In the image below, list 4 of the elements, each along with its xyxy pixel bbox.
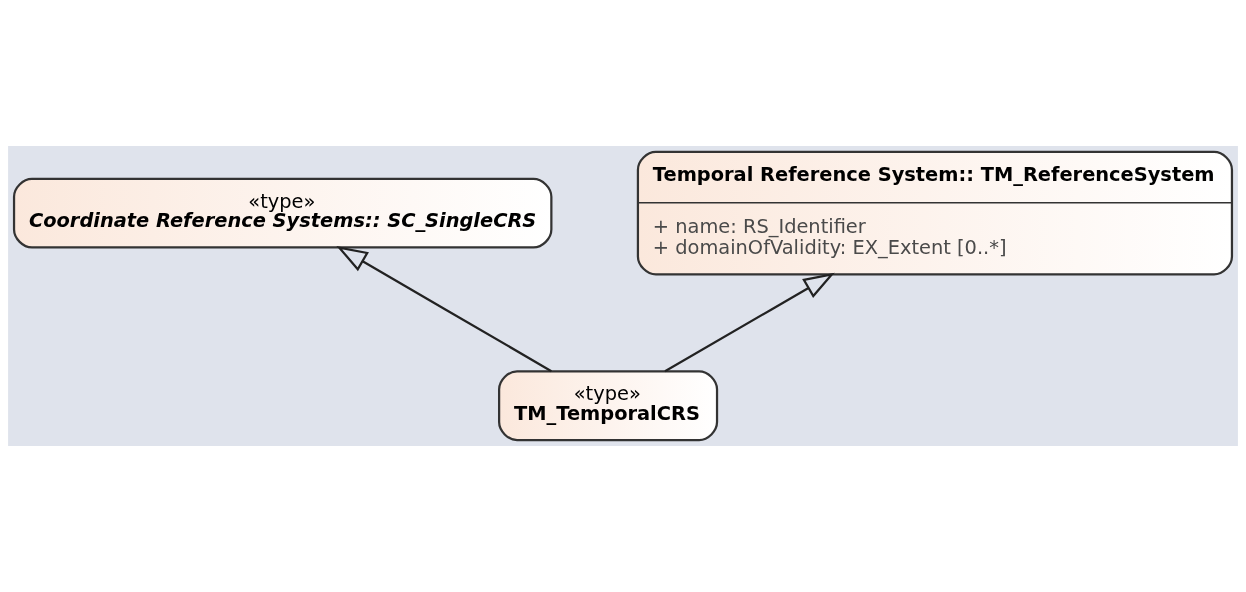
node-box: «type» TM_TemporalCRS: [498, 370, 719, 442]
arrow: [336, 245, 552, 373]
arrow: [664, 272, 835, 373]
node-box: «type» Coordinate Reference Systems:: SC_SingleCRS: [12, 177, 553, 249]
